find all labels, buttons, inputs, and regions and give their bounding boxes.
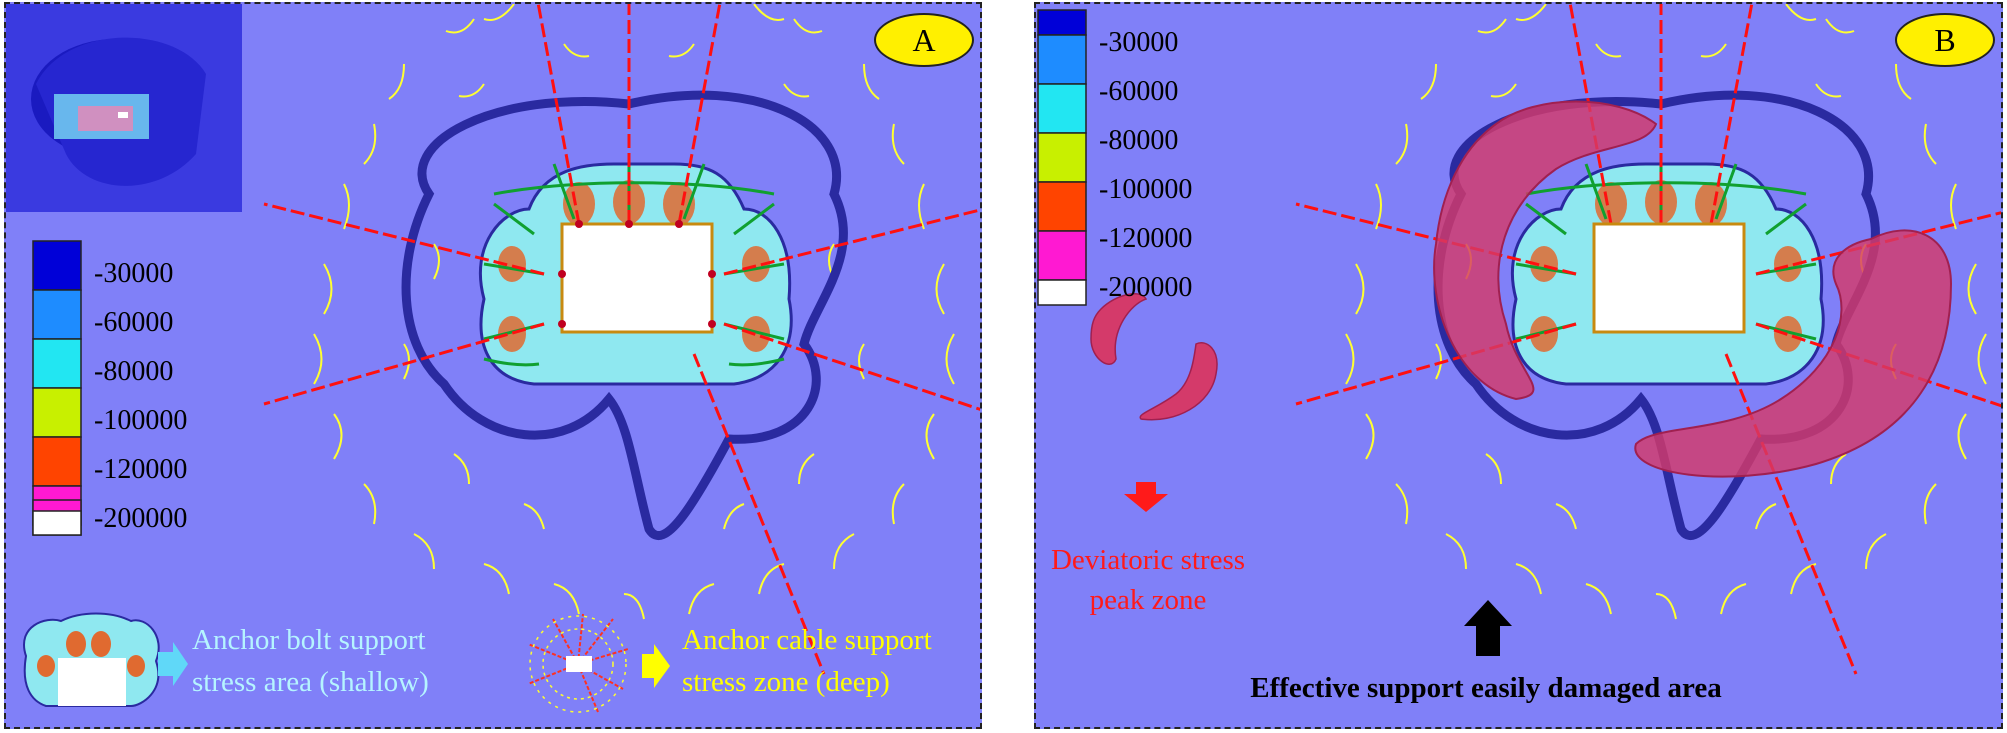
peak-zone-icon xyxy=(1090,293,1218,421)
bolt-zone-icon xyxy=(23,612,160,707)
legend-b-label-3: -80000 xyxy=(1099,125,1179,156)
legend-b-label-1: -30000 xyxy=(1099,27,1179,58)
cable-arrow-icon xyxy=(642,644,670,688)
legend-a-label-2: -60000 xyxy=(94,307,174,338)
bolt-caption-line-1: Anchor bolt support xyxy=(192,624,426,656)
cable-caption-line-1: Anchor cable support xyxy=(682,624,932,656)
legend-a-label-1: -30000 xyxy=(94,258,174,289)
legend-b-label-4: -100000 xyxy=(1099,174,1193,205)
legend-b-label-2: -60000 xyxy=(1099,76,1179,107)
panel-a-label-badge: A xyxy=(874,13,974,67)
legend-b-swatches xyxy=(1037,9,1087,306)
peak-caption-line-1: Deviatoric stress xyxy=(1050,544,1246,576)
bolt-arrow-icon xyxy=(158,642,188,686)
panel-b-label-badge: B xyxy=(1895,13,1995,67)
damaged-area-arrow-icon xyxy=(1464,600,1512,656)
panel-b: B -30000 -60000 -80000 -100000 -120000 -… xyxy=(1034,2,2003,729)
cable-caption-line-2: stress zone (deep) xyxy=(682,666,890,698)
peak-arrow-icon xyxy=(1124,482,1168,512)
legend-a-label-5: -120000 xyxy=(94,454,188,485)
legend-a-label-6: -200000 xyxy=(94,503,188,534)
bolt-caption-line-2: stress area (shallow) xyxy=(192,666,429,698)
legend-a-label-4: -100000 xyxy=(94,405,188,436)
panel-a-diagram xyxy=(6,4,982,713)
peak-caption-line-2: peak zone xyxy=(1089,584,1207,616)
cable-zone-icon xyxy=(527,613,629,713)
legend-b-label-5: -120000 xyxy=(1099,223,1193,254)
panel-a: A -30000 -60000 -80000 -100000 -120000 -… xyxy=(4,2,982,729)
damage-zone-shapes xyxy=(1433,100,1953,478)
legend-b-label-6: -200000 xyxy=(1099,272,1193,303)
legend-a-label-3: -80000 xyxy=(94,356,174,387)
model-thumbnail xyxy=(6,4,242,212)
damaged-area-caption: Effective support easily damaged area xyxy=(1250,672,1722,704)
legend-a-swatches xyxy=(32,240,82,536)
panel-b-diagram xyxy=(1037,4,2003,729)
